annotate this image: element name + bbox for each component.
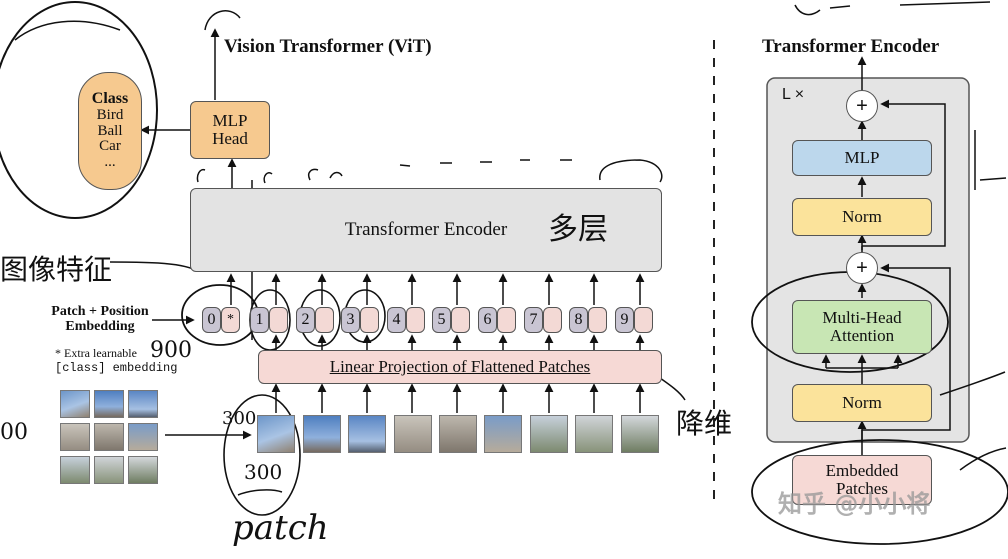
token-embedding: [543, 307, 562, 333]
image-grid-tile: [60, 390, 90, 418]
token-5: 5: [432, 307, 470, 333]
token-4: 4: [387, 307, 425, 333]
annotation-00: 00: [0, 420, 28, 445]
token-7: 7: [524, 307, 562, 333]
image-grid-tile: [128, 423, 158, 451]
vit-title: Vision Transformer (ViT): [224, 36, 432, 57]
annotation-image-feature: 图像特征: [0, 253, 113, 286]
multi-head-attention-box: Multi-Head Attention: [792, 300, 932, 354]
token-6: 6: [478, 307, 516, 333]
class-token-star: *: [221, 307, 240, 333]
mlp-head-box: MLP Head: [190, 101, 270, 159]
add-circle-bottom: +: [846, 252, 878, 284]
token-number: 8: [569, 307, 588, 333]
class-item: Ball: [97, 122, 123, 139]
image-grid-tile: [128, 390, 158, 418]
image-grid-tile: [60, 423, 90, 451]
repeat-label: L ×: [782, 86, 805, 103]
token-number: 2: [296, 307, 315, 333]
image-patch: [348, 415, 386, 453]
token-embedding: [315, 307, 334, 333]
linear-projection-box: Linear Projection of Flattened Patches: [258, 350, 662, 384]
token-number: 0: [202, 307, 221, 333]
image-patch: [621, 415, 659, 453]
token-1: 1: [250, 307, 288, 333]
image-patch: [530, 415, 568, 453]
token-embedding: [406, 307, 425, 333]
image-patch: [439, 415, 477, 453]
norm-bottom-box: Norm: [792, 384, 932, 422]
token-number: 6: [478, 307, 497, 333]
token-embedding: [360, 307, 379, 333]
image-grid-tile: [60, 456, 90, 484]
patch-position-label: Patch + Position Embedding: [51, 304, 149, 335]
image-patch: [394, 415, 432, 453]
annotation-reduce-dim: 降维: [676, 407, 733, 440]
embedded-patches-box: Embedded Patches: [792, 455, 932, 505]
mlp-box: MLP: [792, 140, 932, 176]
image-grid-tile: [94, 456, 124, 484]
watermark: 知乎 @小小将: [778, 490, 931, 518]
token-2: 2: [296, 307, 334, 333]
token-number: 5: [432, 307, 451, 333]
token-embedding: [269, 307, 288, 333]
transformer-encoder-label: Transformer Encoder: [344, 219, 508, 241]
image-grid-tile: [94, 423, 124, 451]
transformer-encoder-box: Transformer Encoder: [190, 188, 662, 272]
token-number: 9: [615, 307, 634, 333]
token-number: 4: [387, 307, 406, 333]
extra-note-2: [class] embedding: [55, 361, 178, 375]
token-number: 3: [341, 307, 360, 333]
token-embedding: [497, 307, 516, 333]
token-9: 9: [615, 307, 653, 333]
image-patch: [303, 415, 341, 453]
token-3: 3: [341, 307, 379, 333]
token-embedding: [588, 307, 607, 333]
class-item: Car: [99, 138, 121, 155]
linear-projection-label: Linear Projection of Flattened Patches: [329, 357, 591, 377]
encoder-detail-title: Transformer Encoder: [762, 36, 940, 57]
token-embedding: [634, 307, 653, 333]
extra-note-1: * Extra learnable: [55, 346, 137, 360]
class-box: Class Bird Ball Car ...: [78, 72, 142, 190]
image-patch: [575, 415, 613, 453]
annotation-multilayer: 多层: [548, 212, 608, 247]
annotation-patch: patch: [232, 508, 329, 548]
class-heading: Class: [91, 90, 129, 108]
image-patch: [484, 415, 522, 453]
add-circle-top: +: [846, 90, 878, 122]
annotation-300-top: 300: [222, 408, 257, 429]
token-embedding: [451, 307, 470, 333]
norm-top-box: Norm: [792, 198, 932, 236]
token-0: 0 *: [202, 307, 240, 333]
image-grid-tile: [128, 456, 158, 484]
token-number: 1: [250, 307, 269, 333]
image-grid-tile: [94, 390, 124, 418]
token-8: 8: [569, 307, 607, 333]
class-item: ...: [104, 154, 116, 171]
class-item: Bird: [96, 106, 124, 123]
annotation-900: 900: [150, 338, 192, 363]
token-number: 7: [524, 307, 543, 333]
annotation-300-bottom: 300: [244, 460, 283, 484]
image-patch: [257, 415, 295, 453]
